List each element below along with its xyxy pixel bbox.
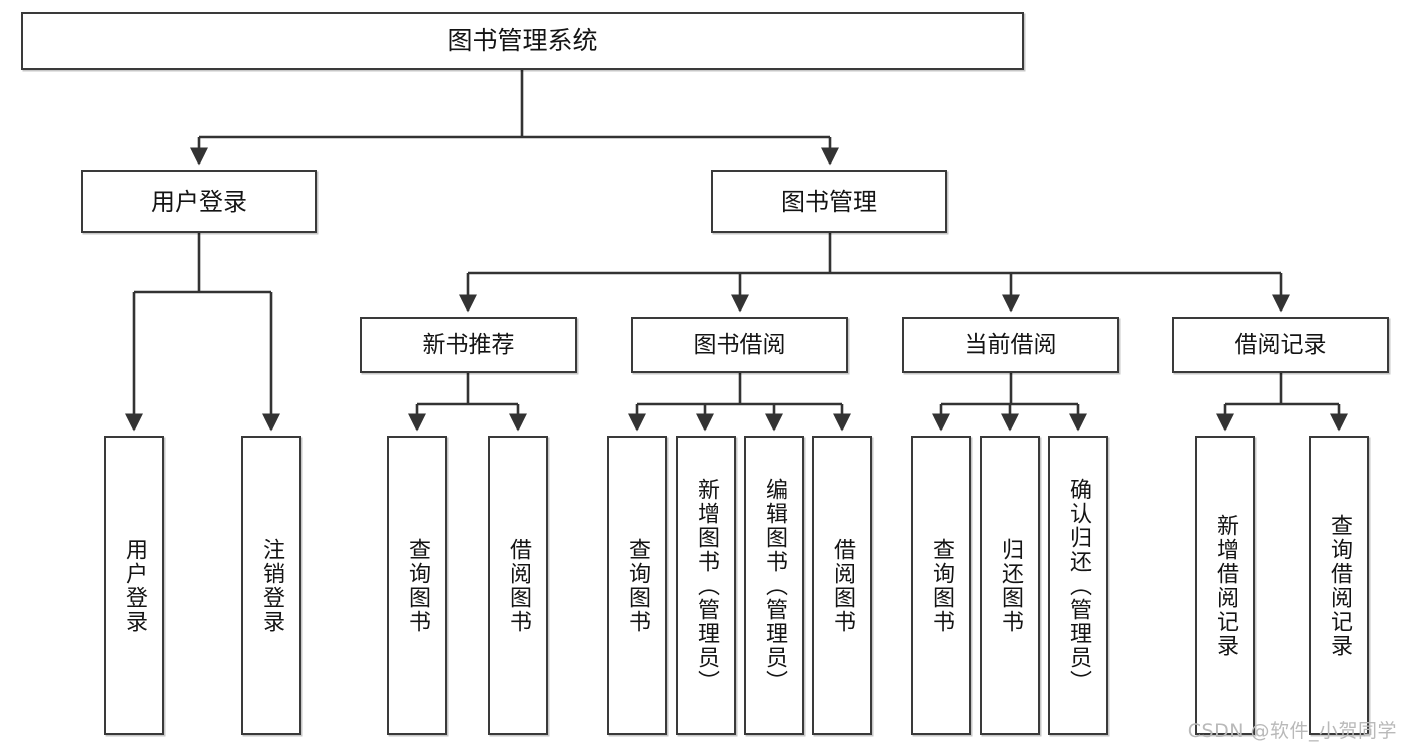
node-root-label: 图书管理系统	[447, 26, 598, 56]
node-leaf-add-record-label: 新增借阅记录	[1213, 513, 1238, 658]
node-leaf-user-logout-label: 注销登录	[259, 537, 284, 634]
node-leaf-add-book-label: 新增图书（管理员）	[694, 477, 719, 694]
node-book-borrow-label: 图书借阅	[693, 331, 786, 358]
node-leaf-borrow-book-1-label: 借阅图书	[506, 537, 531, 634]
node-new-book-rec-label: 新书推荐	[422, 331, 515, 358]
node-leaf-query-book-3[interactable]: 查询图书	[911, 436, 971, 735]
node-book-manage[interactable]: 图书管理	[711, 170, 947, 233]
node-leaf-borrow-book-1[interactable]: 借阅图书	[488, 436, 548, 735]
node-leaf-query-record-label: 查询借阅记录	[1327, 513, 1352, 658]
node-leaf-confirm-return-label: 确认归还（管理员）	[1066, 477, 1091, 694]
node-leaf-user-logout[interactable]: 注销登录	[241, 436, 301, 735]
node-leaf-user-login[interactable]: 用户登录	[104, 436, 164, 735]
node-leaf-return-book-label: 归还图书	[998, 537, 1023, 634]
node-leaf-borrow-book-2[interactable]: 借阅图书	[812, 436, 872, 735]
node-leaf-user-login-label: 用户登录	[122, 537, 147, 634]
node-root[interactable]: 图书管理系统	[21, 12, 1024, 70]
csdn-watermark: CSDN @软件_小贺同学	[1187, 720, 1397, 742]
node-leaf-edit-book[interactable]: 编辑图书（管理员）	[744, 436, 804, 735]
node-current-borrow[interactable]: 当前借阅	[902, 317, 1119, 373]
node-leaf-add-record[interactable]: 新增借阅记录	[1195, 436, 1255, 735]
node-leaf-query-book-2[interactable]: 查询图书	[607, 436, 667, 735]
node-user-login[interactable]: 用户登录	[81, 170, 317, 233]
node-leaf-borrow-book-2-label: 借阅图书	[830, 537, 855, 634]
node-leaf-return-book[interactable]: 归还图书	[980, 436, 1040, 735]
node-leaf-edit-book-label: 编辑图书（管理员）	[762, 477, 787, 694]
node-new-book-rec[interactable]: 新书推荐	[360, 317, 577, 373]
node-leaf-query-book-1-label: 查询图书	[405, 537, 430, 634]
node-borrow-record[interactable]: 借阅记录	[1172, 317, 1389, 373]
node-leaf-add-book[interactable]: 新增图书（管理员）	[676, 436, 736, 735]
node-user-login-label: 用户登录	[151, 187, 247, 216]
node-leaf-query-book-2-label: 查询图书	[625, 537, 650, 634]
node-book-borrow[interactable]: 图书借阅	[631, 317, 848, 373]
node-current-borrow-label: 当前借阅	[964, 331, 1057, 358]
node-leaf-confirm-return[interactable]: 确认归还（管理员）	[1048, 436, 1108, 735]
node-leaf-query-book-3-label: 查询图书	[929, 537, 954, 634]
node-leaf-query-book-1[interactable]: 查询图书	[387, 436, 447, 735]
node-borrow-record-label: 借阅记录	[1234, 331, 1327, 358]
node-leaf-query-record[interactable]: 查询借阅记录	[1309, 436, 1369, 735]
node-book-manage-label: 图书管理	[781, 187, 877, 216]
